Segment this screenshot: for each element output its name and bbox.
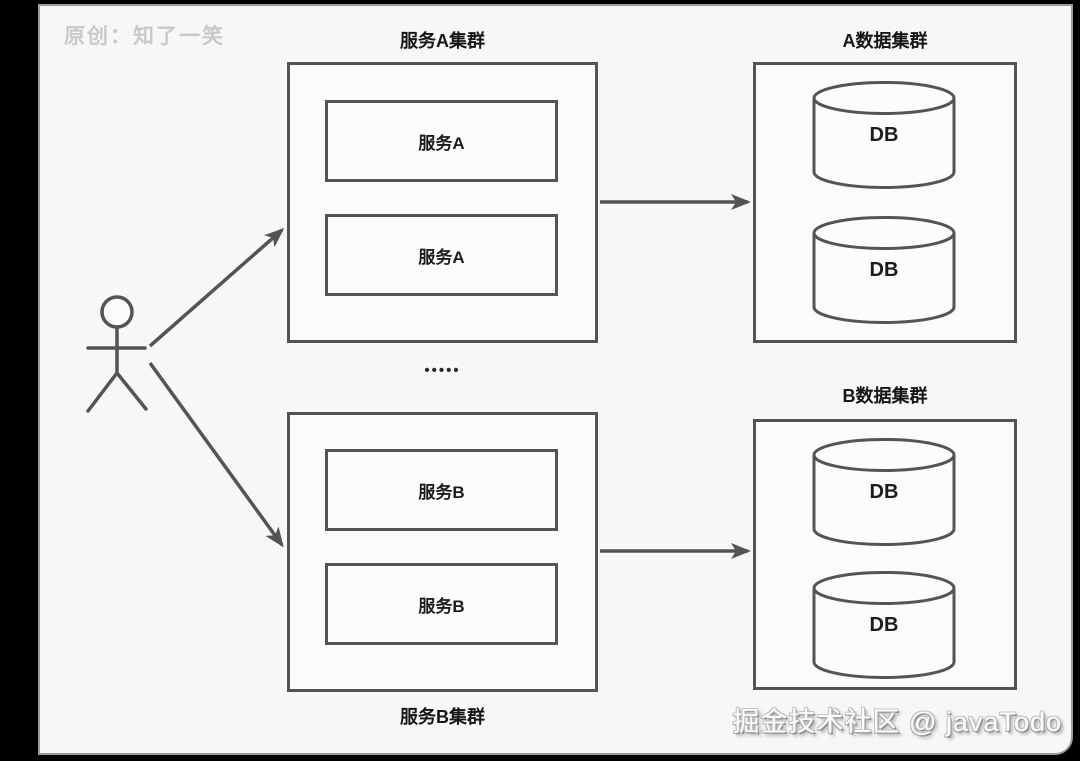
data-cluster-a-title: A数据集群 <box>842 31 928 51</box>
service-b-node-1: 服务B <box>325 449 558 531</box>
community-watermark: 掘金技术社区 @ javaTodo <box>732 707 1062 737</box>
ellipsis-dots: ••••• <box>424 362 461 379</box>
db-label: DB <box>869 124 899 146</box>
db-label: DB <box>869 259 899 281</box>
service-cluster-a-title: 服务A集群 <box>400 31 485 51</box>
database-cylinder-b1: DB <box>811 437 957 547</box>
database-icon <box>812 438 956 546</box>
service-a-node-1: 服务A <box>325 100 558 182</box>
db-label: DB <box>869 481 899 503</box>
data-cluster-b-title: B数据集群 <box>842 386 928 406</box>
database-icon <box>812 571 956 679</box>
database-icon <box>812 81 956 189</box>
user-stick-figure-icon <box>86 295 148 413</box>
author-watermark: 原创：知了一笑 <box>64 25 225 48</box>
service-a-node-2: 服务A <box>325 214 558 296</box>
database-cylinder-a1: DB <box>811 80 957 190</box>
service-b-node-2: 服务B <box>325 563 558 645</box>
service-cluster-b-title: 服务B集群 <box>400 707 485 727</box>
database-cylinder-b2: DB <box>811 570 957 680</box>
db-label: DB <box>869 614 899 636</box>
database-cylinder-a2: DB <box>811 215 957 325</box>
database-icon <box>812 216 956 324</box>
